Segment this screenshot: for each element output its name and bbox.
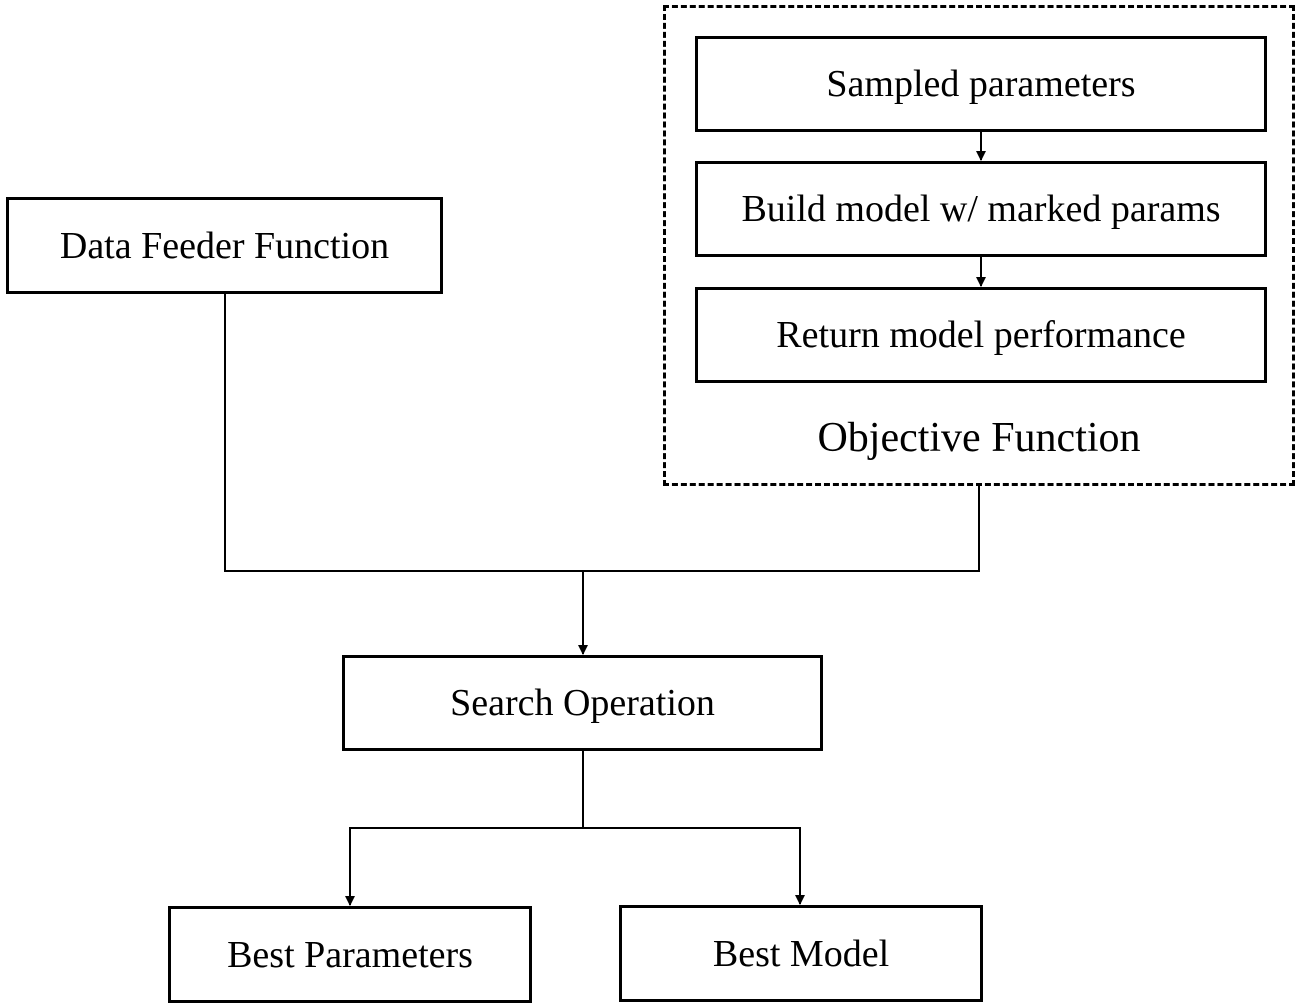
best-model-node: Best Model — [619, 905, 983, 1002]
edge-split-to-best-parameters — [345, 827, 583, 906]
sampled-parameters-node: Sampled parameters — [695, 36, 1267, 132]
objective-function-label: Objective Function — [817, 415, 1141, 461]
best-parameters-node: Best Parameters — [168, 906, 532, 1003]
data-feeder-node: Data Feeder Function — [6, 197, 443, 294]
build-model-label: Build model w/ marked params — [741, 188, 1221, 230]
edge-data-feeder-to-merge — [224, 293, 583, 572]
best-model-label: Best Model — [712, 932, 890, 975]
objective-function-group — [663, 5, 1295, 486]
return-performance-node: Return model performance — [695, 287, 1267, 383]
edge-split-to-best-model — [583, 827, 805, 905]
data-feeder-label: Data Feeder Function — [59, 224, 390, 267]
edge-objective-to-merge — [583, 486, 980, 572]
best-parameters-label: Best Parameters — [227, 933, 473, 976]
sampled-parameters-label: Sampled parameters — [826, 63, 1136, 105]
search-operation-node: Search Operation — [342, 655, 823, 751]
build-model-node: Build model w/ marked params — [695, 161, 1267, 257]
return-performance-label: Return model performance — [776, 314, 1186, 356]
search-operation-label: Search Operation — [450, 682, 715, 724]
